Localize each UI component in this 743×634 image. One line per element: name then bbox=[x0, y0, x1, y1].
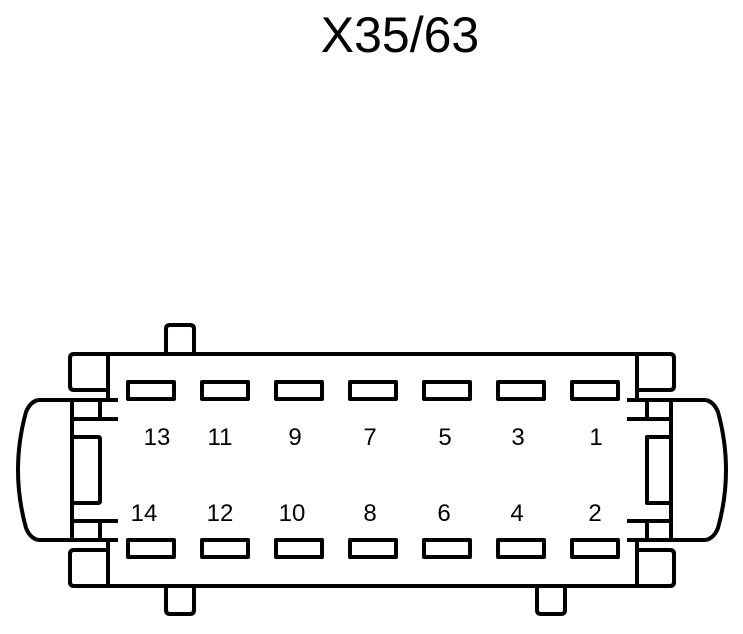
connector-title: X35/63 bbox=[320, 7, 480, 63]
pin-label: 7 bbox=[363, 424, 376, 451]
bottom-latch-tab-left bbox=[164, 586, 196, 616]
pin-label: 12 bbox=[207, 500, 234, 527]
pin-label: 5 bbox=[438, 424, 451, 451]
pin-label: 13 bbox=[144, 424, 171, 451]
bottom-row-pins bbox=[126, 538, 620, 559]
pin-label: 3 bbox=[511, 424, 524, 451]
right-locking-clip bbox=[705, 398, 728, 542]
top-row-pins bbox=[126, 380, 620, 401]
pin-label: 1 bbox=[589, 424, 602, 451]
pin-label: 11 bbox=[208, 424, 233, 451]
pin-label: 6 bbox=[437, 500, 450, 527]
left-locking-clip bbox=[16, 398, 39, 542]
pin-label: 10 bbox=[279, 500, 306, 527]
bottom-latch-tab-right bbox=[535, 586, 567, 616]
pin-label: 9 bbox=[288, 424, 301, 451]
pin-label: 8 bbox=[363, 500, 376, 527]
pin-label: 4 bbox=[510, 500, 523, 527]
pin-label: 2 bbox=[588, 500, 601, 527]
pin-label: 14 bbox=[131, 500, 158, 527]
top-latch-tab bbox=[164, 323, 196, 354]
